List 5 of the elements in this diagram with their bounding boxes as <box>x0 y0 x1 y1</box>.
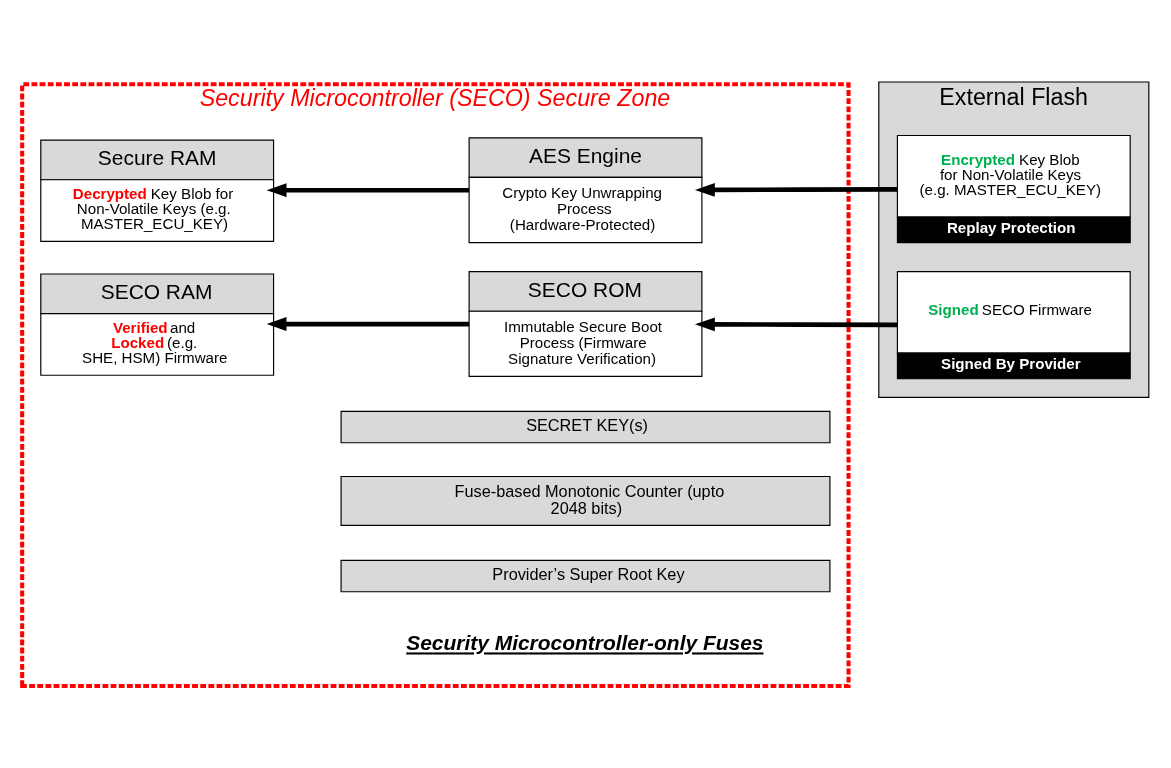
arrow <box>694 182 898 197</box>
label: Security Microcontroller-only Fuses <box>406 631 764 655</box>
arrow <box>694 317 898 332</box>
arrow <box>266 183 470 198</box>
arrow <box>266 317 470 331</box>
